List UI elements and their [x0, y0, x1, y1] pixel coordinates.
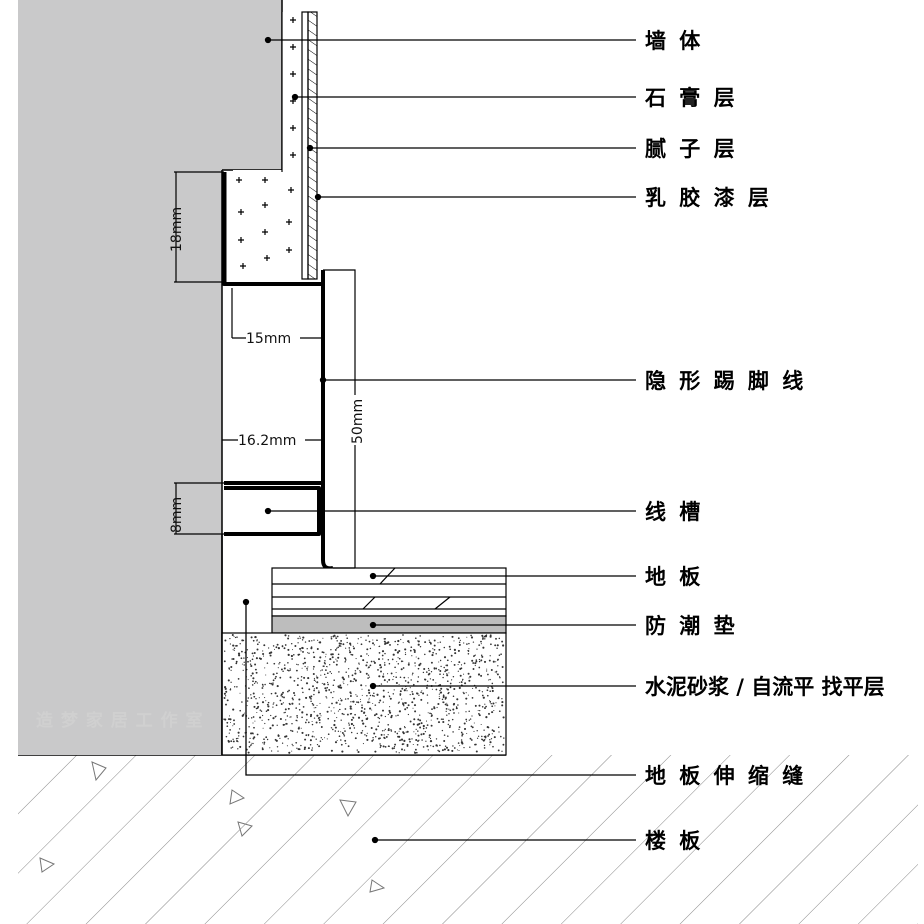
watermark: 造 梦 家 居 工 作 室 — [36, 710, 204, 731]
label-gypsum: 石 膏 层 — [644, 86, 738, 110]
aggregate-triangles — [39, 761, 386, 893]
laminate-floor — [271, 567, 507, 617]
label-gap: 地 板 伸 缩 缝 — [645, 764, 806, 788]
label-floor: 地 板 — [645, 565, 703, 589]
dim-50mm: 50mm — [350, 399, 366, 444]
screed-layer — [221, 632, 507, 756]
label-latex: 乳 胶 漆 层 — [645, 186, 772, 210]
dim-8mm: 8mm — [169, 497, 185, 533]
label-pad: 防 潮 垫 — [645, 614, 738, 638]
latex-paint-layer — [307, 11, 318, 280]
putty-layer — [301, 11, 309, 280]
gypsum-plus-marks — [236, 17, 296, 269]
gypsum-layer — [233, 12, 302, 279]
label-skirting: 隐 形 踢 脚 线 — [645, 369, 806, 393]
label-groove: 线 槽 — [645, 500, 703, 524]
dim-16-2mm: 16.2mm — [238, 433, 296, 449]
layer-labels: 墙 体 石 膏 层 腻 子 层 乳 胶 漆 层 隐 形 踢 脚 线 线 槽 地 … — [644, 29, 885, 853]
label-wall: 墙 体 — [645, 29, 703, 53]
label-slab: 楼 板 — [645, 829, 703, 853]
leader-lines — [242, 36, 636, 844]
dim-15mm: 15mm — [246, 331, 291, 347]
dimension-lines — [174, 171, 356, 569]
label-screed: 水泥砂浆 / 自流平 找平层 — [645, 675, 885, 699]
dim-18mm: 18mm — [169, 207, 185, 252]
label-putty: 腻 子 层 — [645, 137, 738, 161]
